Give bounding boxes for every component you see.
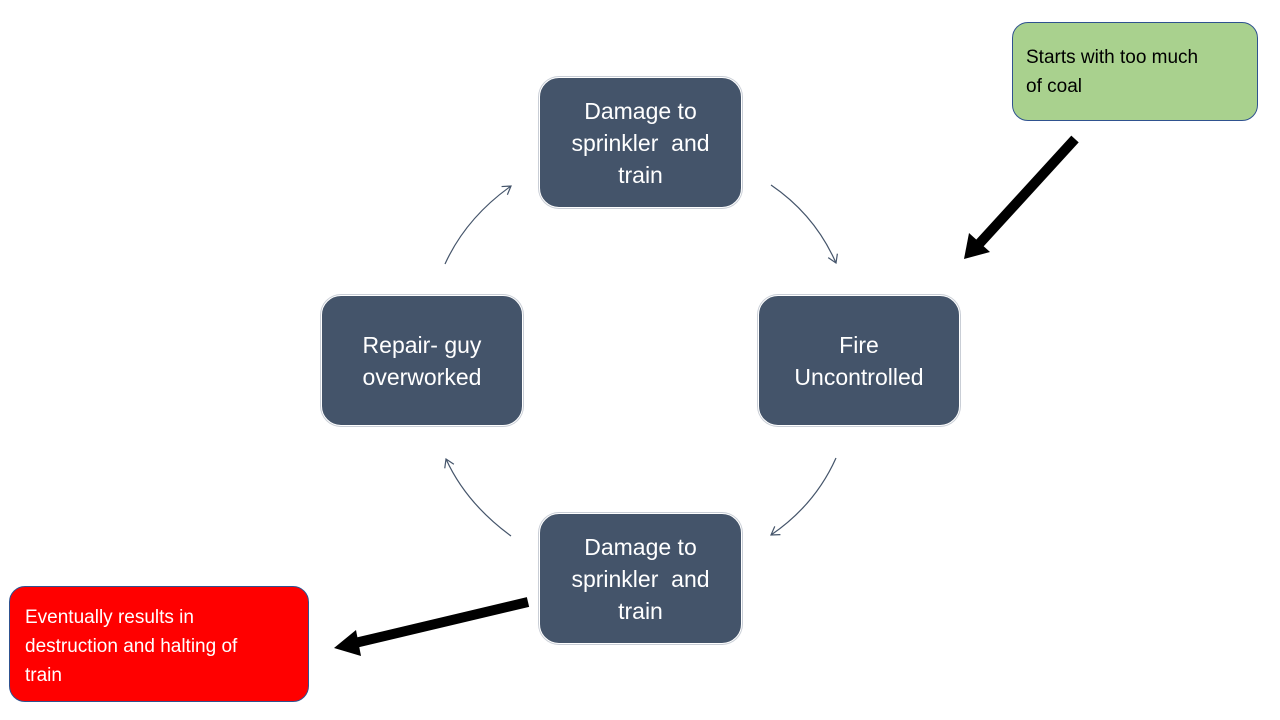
cycle-node-damage-bottom: Damage to sprinkler and train [539,513,742,644]
start-callout: Starts with too much of coal [1012,22,1258,121]
node-text-line: sprinkler and [571,565,710,592]
node-text-line: overworked [362,363,482,390]
node-text-line: Fire [839,331,879,358]
cycle-node-fire-uncontrolled: Fire Uncontrolled [758,295,960,426]
callout-text-line: of coal [1026,76,1082,97]
callout-text-line: Starts with too much [1026,47,1199,68]
node-text-line: Damage to [584,97,697,124]
block-arrow-end [334,597,530,656]
callout-text-line: Eventually results in [25,607,194,628]
node-text-line: Damage to [584,533,697,560]
node-text-line: train [618,161,663,188]
node-text-line: Repair- guy [362,331,482,358]
node-text-line: train [618,597,663,624]
cycle-node-repair-guy: Repair- guy overworked [321,295,523,426]
end-callout: Eventually results in destruction and ha… [9,586,309,702]
cycle-arrow-left-to-top [444,185,512,265]
cycle-arrow-top-to-right [770,184,838,265]
cycle-node-damage-top: Damage to sprinkler and train [539,77,742,208]
callout-text-line: train [25,665,62,686]
node-text-line: Uncontrolled [794,363,924,390]
callout-text-line: destruction and halting of [25,636,238,657]
node-text-line: sprinkler and [571,129,710,156]
cycle-arrow-right-to-bottom [770,457,837,536]
block-arrow-start [964,135,1079,259]
cycle-arrow-bottom-to-left [444,457,512,537]
